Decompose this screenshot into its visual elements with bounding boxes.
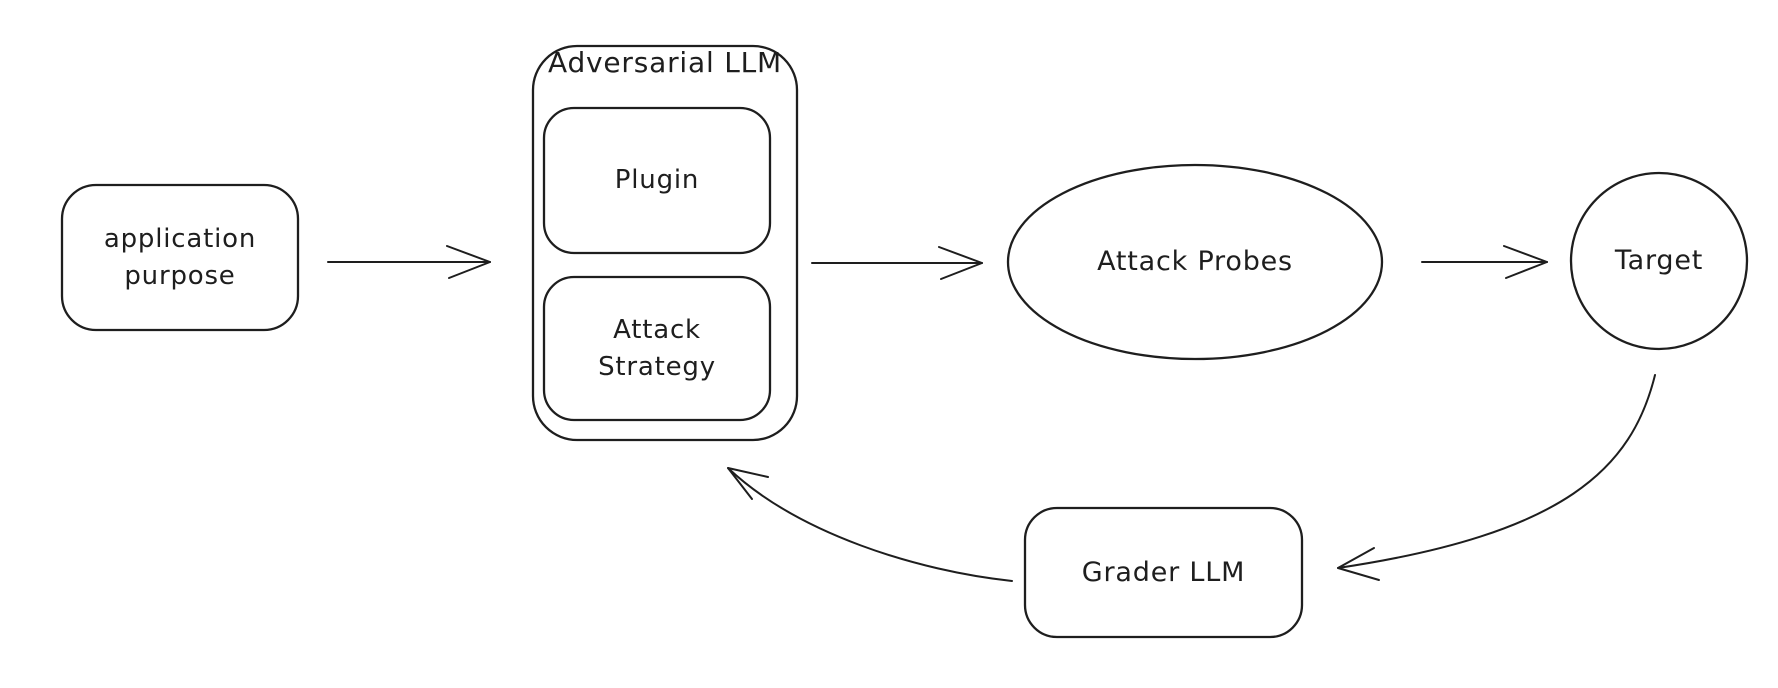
plugin-label: Plugin [544,108,770,253]
application-purpose-text: application purpose [103,224,257,291]
application-purpose-node [62,185,298,330]
arrow-grader-to-adversarial [728,468,1012,581]
adversarial-llm-title: Adversarial LLM [533,42,797,84]
attack-strategy-label: Attack Strategy [544,277,770,420]
grader-llm-label: Grader LLM [1025,508,1302,637]
adversarial-llm-container [533,46,797,440]
grader-llm-text: Grader LLM [1081,556,1246,588]
grader-llm-node [1025,508,1302,637]
attack-probes-text: Attack Probes [1097,246,1293,278]
target-label: Target [1571,173,1747,349]
target-text: Target [1614,245,1704,277]
attack-probes-label: Attack Probes [1008,165,1382,359]
arrow-probes-to-target [1422,246,1547,278]
plugin-text: Plugin [614,165,700,196]
arrow-application-to-adversarial [328,246,490,278]
arrow-target-to-grader [1338,375,1655,580]
adversarial-llm-text: Adversarial LLM [548,46,782,80]
plugin-node [544,108,770,253]
arrow-adversarial-to-probes [812,247,982,279]
attack-strategy-text: Attack Strategy [598,315,716,382]
attack-strategy-node [544,277,770,420]
target-node [1571,173,1747,349]
attack-probes-node [1008,165,1382,359]
application-purpose-label: application purpose [62,185,298,330]
